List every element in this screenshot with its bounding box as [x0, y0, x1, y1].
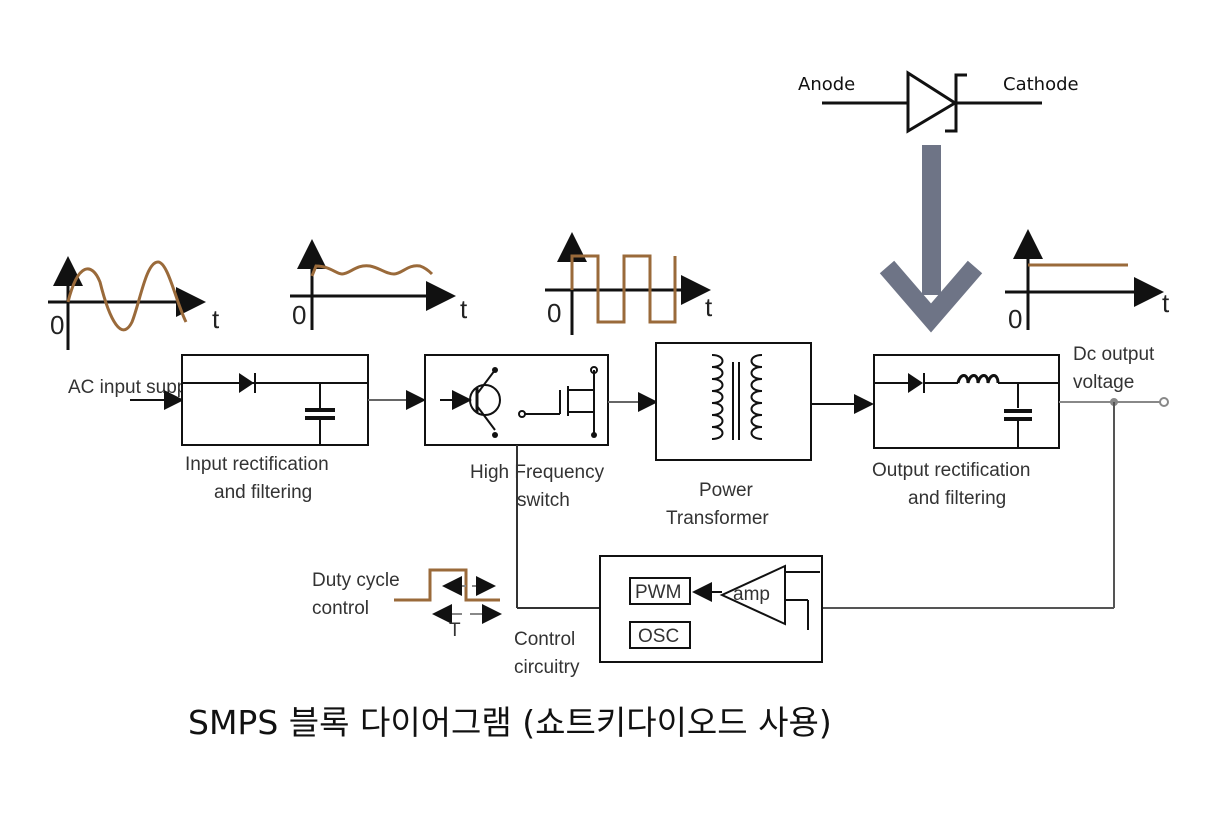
cathode-label: Cathode — [1003, 74, 1079, 95]
dc-output-label-1: Dc output — [1073, 344, 1155, 365]
axis-zero-4: 0 — [1008, 304, 1022, 334]
output-rect-label-2: and filtering — [908, 488, 1006, 509]
output-rectification-block — [873, 354, 1060, 449]
control-circuitry-block — [599, 555, 823, 663]
control-label-2: circuitry — [514, 657, 580, 678]
power-transformer-block — [655, 342, 812, 461]
axis-t-2: t — [460, 294, 468, 324]
duty-cycle-waveform — [394, 568, 502, 624]
input-rectification-block — [181, 354, 369, 446]
anode-label: Anode — [798, 74, 855, 95]
axis-zero-3: 0 — [547, 298, 561, 328]
waveform-ripple — [290, 239, 456, 330]
caption: SMPS 블록 다이어그램 (쇼트키다이오드 사용) — [188, 703, 832, 742]
transformer-label-1: Power — [699, 480, 754, 501]
waveform-dc — [1005, 229, 1164, 330]
control-label-1: Control — [514, 629, 575, 650]
pwm-label: PWM — [635, 582, 681, 603]
dc-output-label-2: voltage — [1073, 372, 1134, 393]
input-rect-label-1: Input rectification — [185, 454, 329, 475]
schottky-diode-symbol — [822, 70, 1042, 134]
hf-switch-block — [424, 354, 609, 446]
input-rect-label-2: and filtering — [214, 482, 312, 503]
axis-t-4: t — [1162, 288, 1170, 318]
down-arrow-icon — [879, 145, 983, 333]
hf-switch-label-1: High Frequency — [470, 462, 605, 483]
axis-t-3: t — [705, 292, 713, 322]
osc-label: OSC — [638, 626, 679, 647]
waveform-square — [545, 232, 711, 335]
waveform-ac — [48, 256, 206, 350]
period-label: T — [449, 620, 461, 641]
duty-cycle-label-1: Duty cycle — [312, 570, 400, 591]
axis-t-1: t — [212, 304, 220, 334]
hf-switch-label-2: switch — [517, 490, 570, 511]
duty-cycle-label-2: control — [312, 598, 369, 619]
transformer-label-2: Transformer — [666, 508, 769, 529]
output-rect-label-1: Output rectification — [872, 460, 1030, 481]
axis-zero-2: 0 — [292, 300, 306, 330]
amp-label: amp — [733, 584, 770, 605]
axis-zero-1: 0 — [50, 310, 64, 340]
